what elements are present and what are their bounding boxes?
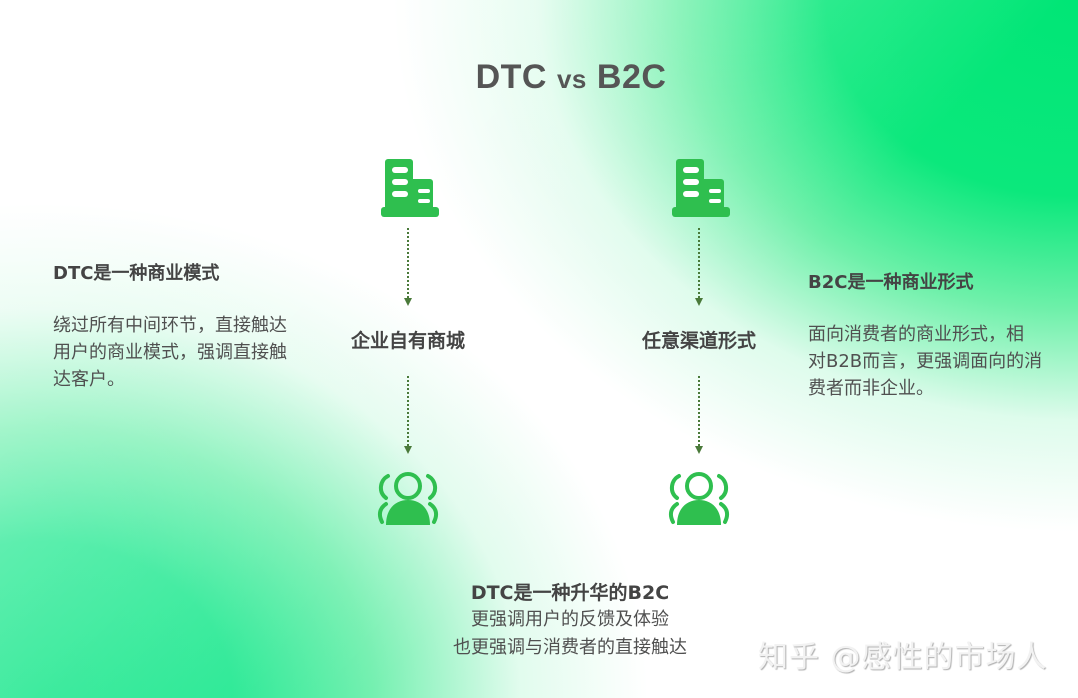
arrow-down-icon [695,376,703,454]
arrow-down-icon [404,376,412,454]
conclusion: DTC是一种升华的B2C 更强调用户的反馈及体验 也更强调与消费者的直接触达 [420,580,720,662]
title-b2c: B2C [596,58,667,96]
channel-label-dtc: 企业自有商城 [350,330,465,352]
watermark: 知乎 @感性的市场人 [758,640,1048,675]
title-dtc: DTC [475,58,547,96]
building-icon [381,159,439,217]
dtc-definition-body: 绕过所有中间环节，直接触达 用户的商业模式，强调直接触 达客户。 [53,312,287,393]
b2c-definition-title: B2C是一种商业形式 [808,272,974,293]
b2c-definition-line: 费者而非企业。 [808,378,934,399]
dtc-definition-line: 达客户。 [53,369,125,390]
dtc-definition-line: 用户的商业模式，强调直接触 [53,342,287,363]
page-title: DTC vs B2C [0,58,1078,97]
conclusion-title: DTC是一种升华的B2C [470,582,670,604]
channel-label-b2c: 任意渠道形式 [641,330,756,352]
title-vs: vs [556,64,587,94]
dtc-definition-line: 绕过所有中间环节，直接触达 [53,315,287,336]
arrow-down-icon [695,228,703,306]
b2c-definition-line: 面向消费者的商业形式，相 [808,324,1024,345]
arrow-down-icon [404,228,412,306]
users-icon [377,472,439,525]
users-icon [668,472,730,525]
conclusion-line: 也更强调与消费者的直接触达 [453,637,687,658]
building-icon [672,159,730,217]
dtc-definition-title: DTC是一种商业模式 [53,263,220,284]
b2c-definition-line: 对B2B而言，更强调面向的消 [808,351,1043,372]
b2c-definition-body: 面向消费者的商业形式，相 对B2B而言，更强调面向的消 费者而非企业。 [808,321,1042,402]
conclusion-line: 更强调用户的反馈及体验 [471,609,669,630]
